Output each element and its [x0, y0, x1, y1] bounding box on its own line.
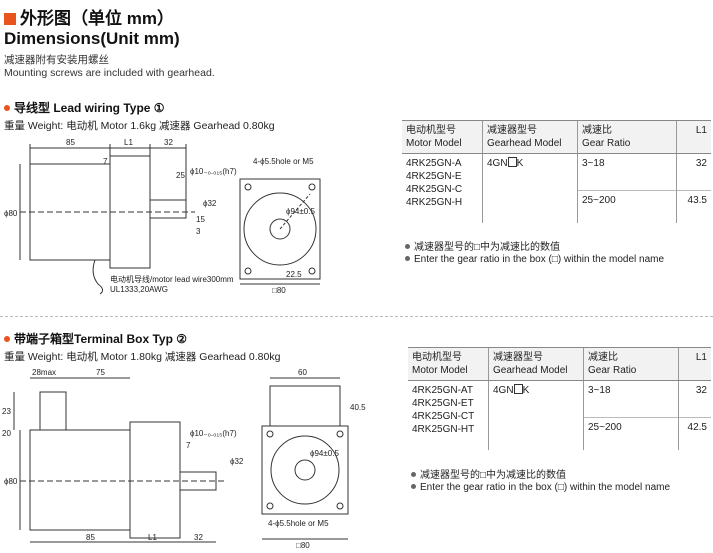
dim-phi32: ϕ32 [230, 457, 244, 466]
lead-label-1: 电动机导线/motor lead wire300mm [110, 274, 234, 284]
dim-holes: 4-ϕ5.5hole or M5 [253, 157, 314, 166]
section-2-note-en: Enter the gear ratio in the box (□) with… [411, 482, 670, 493]
lead-label-2: UL1333,20AWG [110, 285, 168, 294]
dim-phi80: ϕ80 [4, 477, 18, 486]
lead-wire-drawing: 85 L1 32 7 25 ϕ10₋₀.₀₁₅(h7) ϕ32 15 3 ϕ80… [4, 138, 321, 295]
dim-7: 7 [186, 441, 191, 450]
table-row: 4RK25GN-AT 4RK25GN-ET 4RK25GN-CT 4RK25GN… [408, 380, 711, 450]
dim-phi80: ϕ80 [4, 209, 18, 218]
note-bullet-icon [405, 256, 410, 261]
box-icon [507, 157, 517, 167]
note-bullet-icon [411, 484, 416, 489]
dim-7: 7 [103, 157, 108, 166]
page-title-cn: 外形图（单位 mm） [4, 4, 174, 29]
dim-sq80: □80 [296, 541, 310, 550]
note-bullet-icon [405, 244, 410, 249]
dim-20: 20 [2, 429, 11, 438]
dim-3: 3 [196, 227, 201, 236]
dim-32: 32 [194, 533, 203, 542]
title-square-icon [4, 13, 16, 25]
gearhead-body [129, 421, 181, 539]
dim-l1: L1 [148, 533, 157, 542]
dim-85: 85 [66, 138, 75, 147]
note-bullet-icon [411, 472, 416, 477]
dim-pcd: ϕ94±0.5 [286, 207, 315, 216]
dim-shaft: ϕ10₋₀.₀₁₅(h7) [190, 167, 237, 176]
dim-85: 85 [86, 533, 95, 542]
dim-15: 15 [196, 215, 205, 224]
section-2-title: 带端子箱型Terminal Box Typ ② [4, 330, 187, 347]
front-flange [261, 425, 349, 515]
dim-75: 75 [96, 368, 105, 377]
section-1-note-cn: 减速器型号的□中为减速比的数值 [405, 238, 560, 253]
dim-l1: L1 [124, 138, 133, 147]
motor-models-cell: 4RK25GN-AT 4RK25GN-ET 4RK25GN-CT 4RK25GN… [412, 385, 475, 435]
section-2-note-cn: 减速器型号的□中为减速比的数值 [411, 466, 566, 481]
dim-40-5: 40.5 [350, 403, 366, 412]
table-row: 25~200 42.5 [408, 417, 711, 450]
note-cn: 减速器附有安装用螺丝 [4, 54, 109, 66]
section-divider [0, 316, 713, 317]
box-icon [513, 384, 523, 394]
dim-23: 23 [2, 407, 11, 416]
section-1-weight: 重量 Weight: 电动机 Motor 1.6kg 减速器 Gearhead … [4, 120, 275, 132]
output-shaft [179, 471, 217, 491]
dim-32: 32 [164, 138, 173, 147]
motor-body [29, 429, 131, 531]
dim-phi32: ϕ32 [203, 199, 217, 208]
section-1-note-en: Enter the gear ratio in the box (□) with… [405, 254, 664, 265]
table-row: 4RK25GN-A 4RK25GN-E 4RK25GN-C 4RK25GN-H … [402, 153, 711, 223]
dim-28max: 28max [32, 368, 56, 377]
dim-60: 60 [298, 368, 307, 377]
dim-holes: 4-ϕ5.5hole or M5 [268, 519, 329, 528]
dim-pcd: ϕ94±0.5 [310, 449, 339, 458]
motor-models-cell: 4RK25GN-A 4RK25GN-E 4RK25GN-C 4RK25GN-H [406, 158, 463, 208]
dim-shaft: ϕ10₋₀.₀₁₅(h7) [190, 429, 237, 438]
terminal-box-drawing: 28max 75 60 40.5 23 20 7 ϕ10₋₀.₀₁₅(h7) ϕ… [2, 368, 366, 550]
section-1-title: 导线型 Lead wiring Type ① [4, 99, 165, 116]
output-shaft [149, 199, 187, 219]
note-en: Mounting screws are included with gearhe… [4, 67, 215, 79]
col-l1: L1 [676, 120, 711, 154]
section-2-weight: 重量 Weight: 电动机 Motor 1.80kg 减速器 Gearhead… [4, 351, 281, 363]
dim-25: 25 [176, 171, 185, 180]
col-l1: L1 [678, 347, 711, 381]
terminal-box [39, 391, 67, 431]
front-terminal-box [269, 385, 341, 427]
table-row: 25~200 43.5 [402, 190, 711, 223]
page-title-en: Dimensions(Unit mm) [4, 29, 180, 48]
front-circle [243, 192, 317, 266]
bullet-icon [4, 105, 10, 111]
dim-sq80: □80 [272, 286, 286, 295]
dim-22-5: 22.5 [286, 270, 302, 279]
bullet-icon [4, 336, 10, 342]
